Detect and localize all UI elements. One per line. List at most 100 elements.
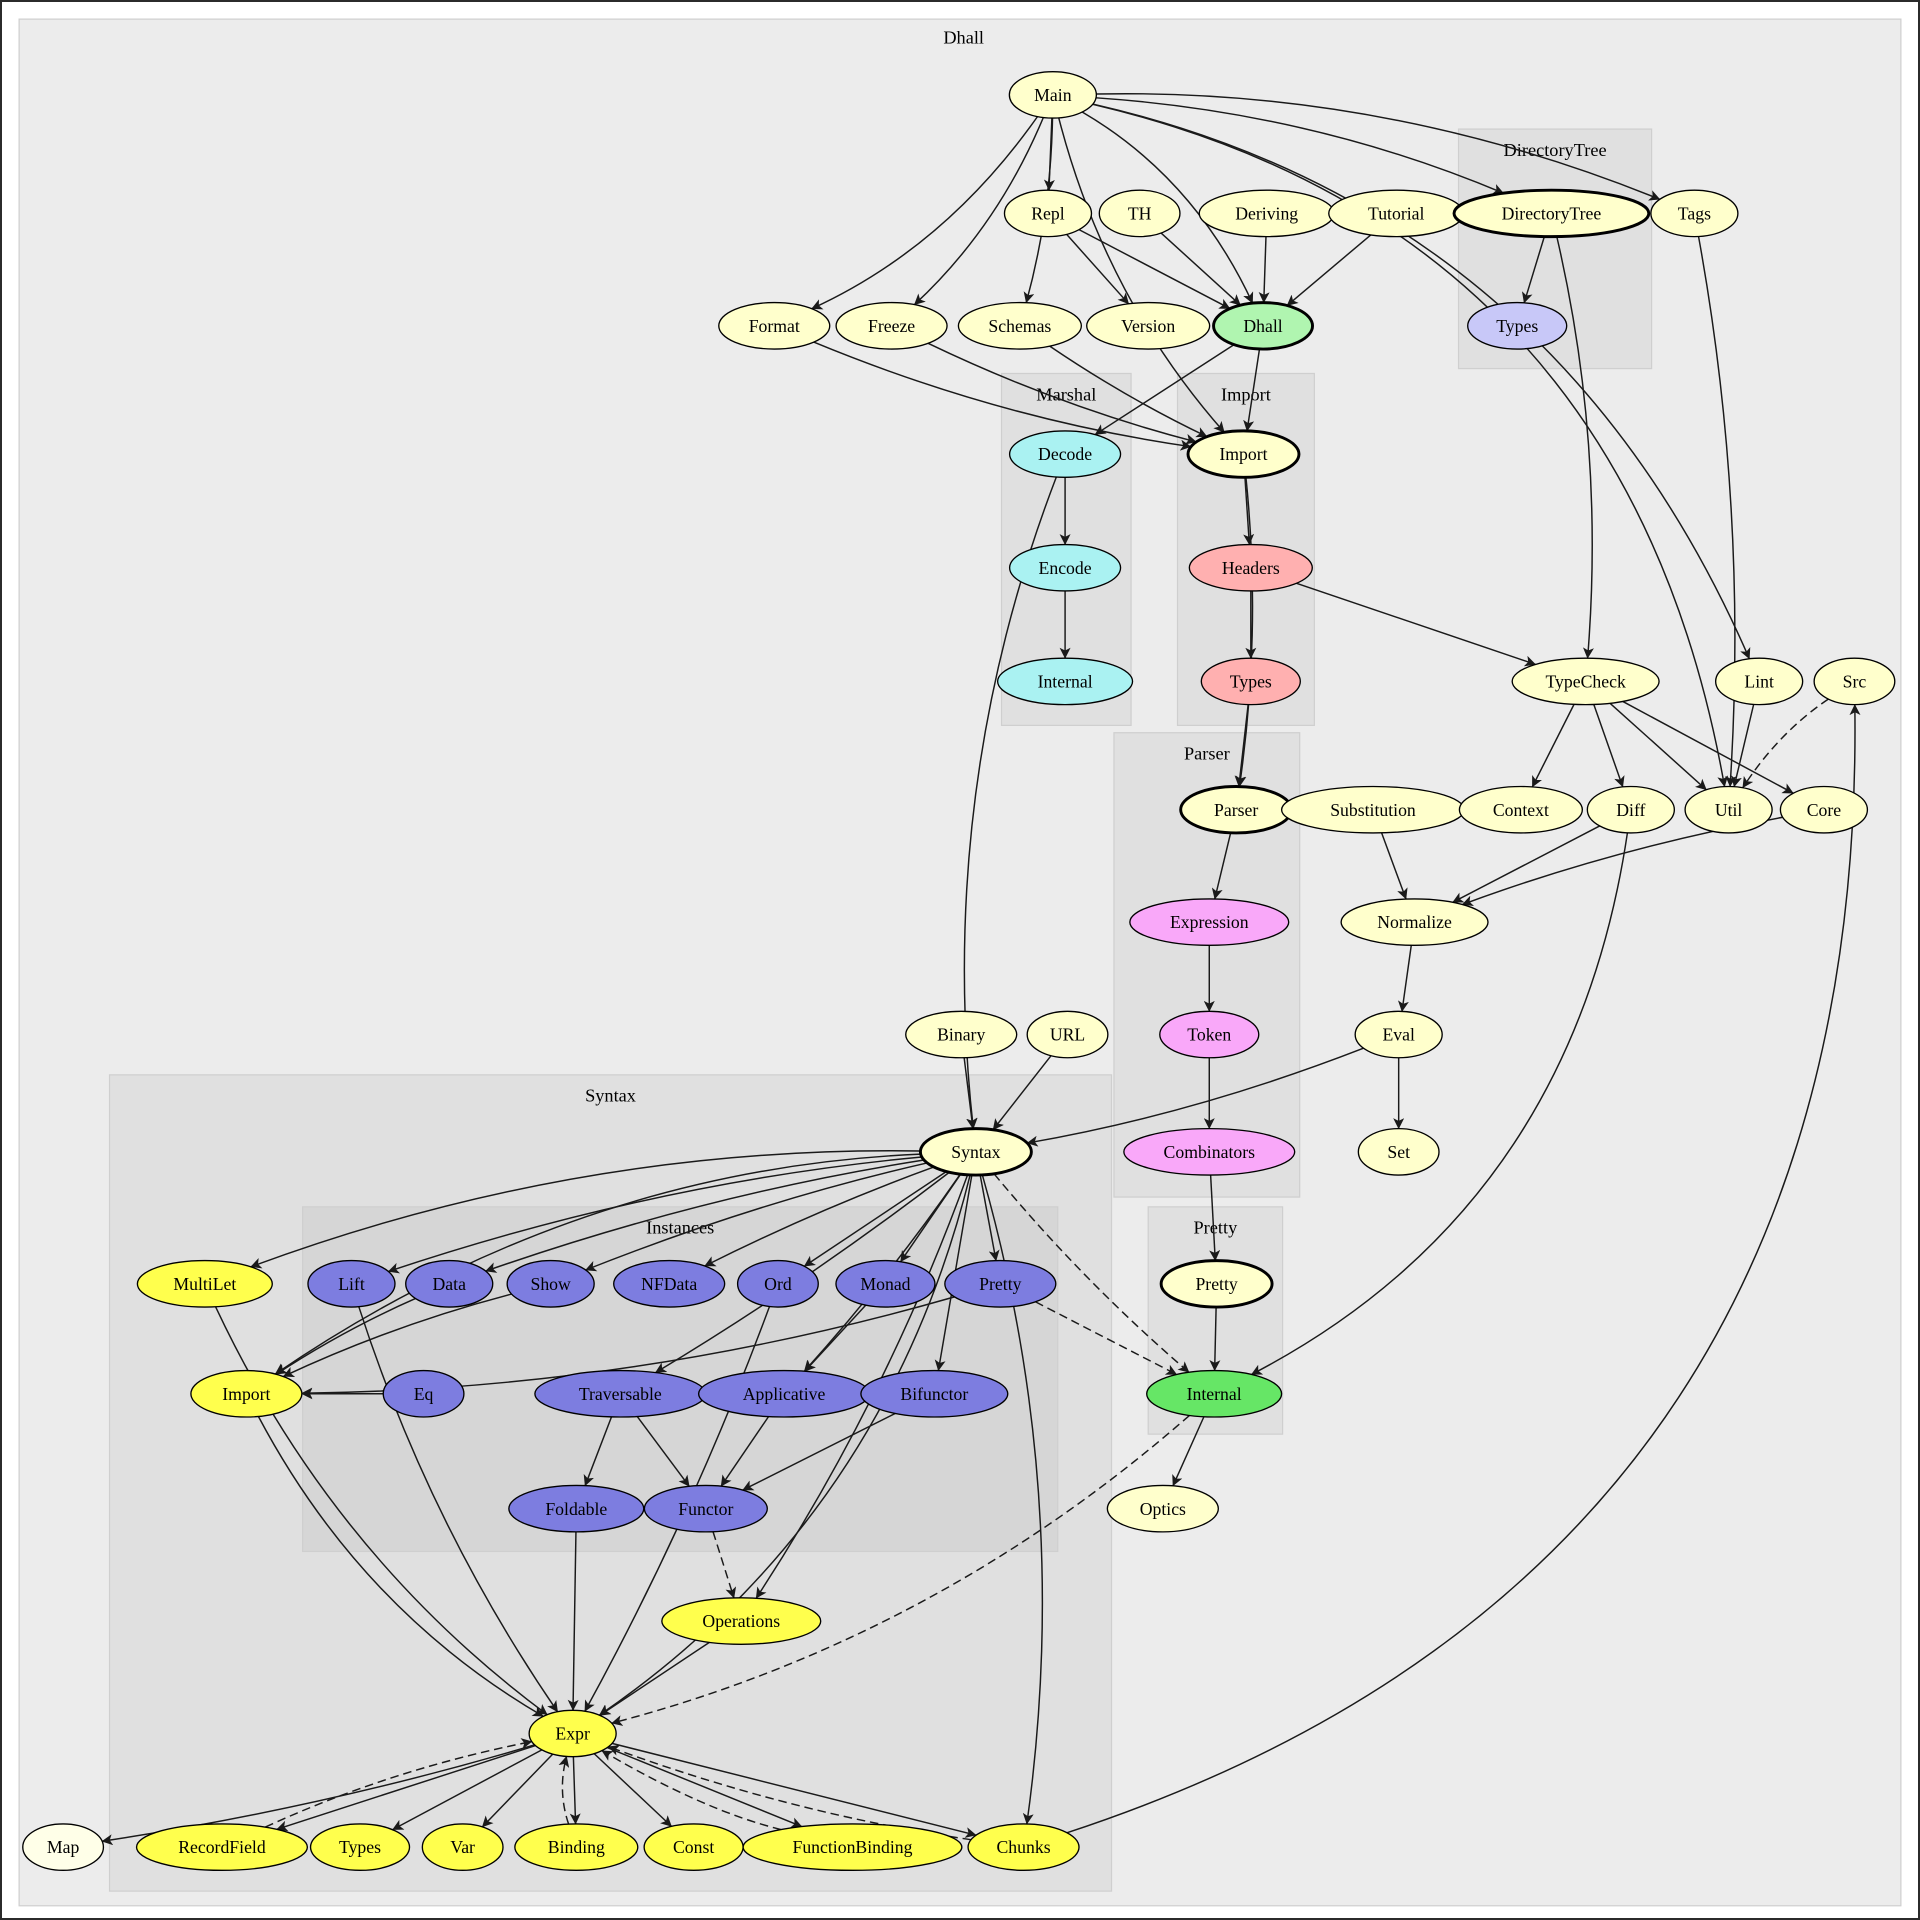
node-optics: Optics: [1106, 1484, 1219, 1533]
node-s_types: Types: [309, 1823, 411, 1872]
node-multilet: MultiLet: [136, 1259, 273, 1308]
node-data: Data: [405, 1259, 494, 1308]
node-normalize: Normalize: [1340, 898, 1489, 947]
edge-Headers-TypeCheck: [1296, 582, 1537, 667]
edge-Syntax-MultiLet: [250, 1150, 921, 1269]
node-recordfield: RecordField: [135, 1823, 309, 1872]
node-expr: Expr: [528, 1709, 617, 1758]
node-decode: Decode: [1008, 430, 1122, 479]
node-label-functor: Functor: [678, 1499, 733, 1519]
node-syntax: Syntax: [918, 1127, 1033, 1177]
node-context: Context: [1458, 785, 1584, 834]
edge-Monad-Applicative: [804, 1304, 867, 1372]
edge-FunctionBinding-Expr: [601, 1750, 782, 1831]
edge-Src-Util: [1742, 698, 1829, 789]
edge-Combinators-PrettyMod: [1209, 1175, 1221, 1262]
node-label-chunks: Chunks: [996, 1837, 1050, 1857]
edge-Expr-Var: [481, 1753, 554, 1828]
node-label-s_types: Types: [339, 1837, 381, 1857]
cluster-label-syntax: Syntax: [585, 1086, 636, 1106]
node-label-binding: Binding: [548, 1837, 605, 1857]
edge-Syntax-Expr: [598, 1174, 971, 1716]
edge-PrettyMod-P_Internal: [1209, 1307, 1221, 1372]
node-label-substitution: Substitution: [1330, 800, 1416, 820]
edge-Main-DirectoryTree: [1095, 97, 1505, 195]
node-binding: Binding: [514, 1823, 639, 1872]
edge-Expr-Const: [593, 1753, 673, 1827]
edge-Syntax-P_Internal: [993, 1173, 1190, 1373]
cluster-label-parser: Parser: [1184, 744, 1230, 764]
node-label-freeze: Freeze: [868, 316, 915, 336]
node-prettyinst: Pretty: [944, 1259, 1057, 1308]
edge-Freeze-Import: [927, 342, 1197, 445]
node-operations: Operations: [661, 1597, 822, 1645]
edge-Chunks-Src: [1066, 704, 1861, 1834]
node-combinators: Combinators: [1123, 1127, 1296, 1176]
edge-PrettyInst-P_Internal: [1035, 1301, 1178, 1376]
cluster-label-directorytree: DirectoryTree: [1504, 140, 1607, 160]
edge-Parser-Expression: [1211, 832, 1232, 900]
cluster-label-import: Import: [1221, 384, 1271, 404]
edge-Dhall-Import: [1243, 348, 1261, 432]
edge-Expr-Chunks: [611, 1742, 977, 1838]
node-label-tutorial: Tutorial: [1368, 204, 1424, 224]
node-label-combinators: Combinators: [1164, 1142, 1256, 1162]
edge-Syntax-Lift: [387, 1156, 922, 1274]
edge-Repl-Version: [1066, 233, 1130, 305]
node-show: Show: [506, 1259, 595, 1308]
node-token: Token: [1159, 1010, 1260, 1059]
edge-Schemas-Import: [1049, 345, 1208, 438]
edge-Main-Import: [1058, 117, 1225, 433]
edge-Syntax-PrettyInst: [979, 1174, 1000, 1262]
node-label-main: Main: [1034, 85, 1072, 105]
node-import: Import: [1186, 429, 1301, 479]
node-label-tags: Tags: [1678, 204, 1711, 224]
node-label-deriving: Deriving: [1235, 204, 1298, 224]
edge-Format-Import: [813, 341, 1192, 451]
node-deriving: Deriving: [1198, 189, 1335, 238]
edge-Repl-Dhall: [1078, 228, 1231, 310]
node-label-var: Var: [450, 1837, 475, 1857]
edge-Main-Tags: [1096, 92, 1661, 201]
edge-Main-Dhall: [1081, 111, 1254, 304]
node-label-eval: Eval: [1382, 1025, 1415, 1045]
node-label-url: URL: [1050, 1025, 1085, 1045]
edge-Syntax-Ord: [803, 1170, 947, 1267]
node-label-foldable: Foldable: [545, 1499, 607, 1519]
edge-Diff-Normalize: [1452, 825, 1601, 903]
edge-TypeCheck-Util: [1609, 702, 1707, 791]
node-label-bifunctor: Bifunctor: [900, 1384, 968, 1404]
node-ord: Ord: [736, 1259, 819, 1308]
edge-TypeCheck-Diff: [1593, 704, 1625, 788]
edge-Binding-Expr: [558, 1755, 570, 1825]
node-binary: Binary: [905, 1010, 1018, 1059]
node-label-monad: Monad: [860, 1274, 910, 1294]
edge-Deriving-Dhall: [1258, 236, 1270, 304]
node-label-operations: Operations: [702, 1611, 780, 1631]
node-src: Src: [1813, 657, 1896, 706]
node-label-functionbinding: FunctionBinding: [792, 1837, 912, 1857]
edge-TH-Dhall: [1160, 232, 1241, 306]
cluster-label-marshal: Marshal: [1036, 384, 1096, 404]
node-headers: Headers: [1188, 543, 1313, 592]
edge-Expr-RecordField: [276, 1744, 536, 1832]
edge-URL-Syntax: [992, 1055, 1052, 1131]
node-label-normalize: Normalize: [1377, 912, 1452, 932]
node-label-eq: Eq: [414, 1384, 434, 1404]
edge-P_Internal-Optics: [1172, 1416, 1205, 1487]
node-label-lint: Lint: [1744, 672, 1774, 692]
node-bifunctor: Bifunctor: [860, 1369, 1009, 1418]
node-foldable: Foldable: [508, 1484, 645, 1533]
node-label-multilet: MultiLet: [173, 1274, 236, 1294]
node-eq: Eq: [382, 1369, 465, 1418]
node-map: Map: [22, 1823, 105, 1872]
edge-Binary-Syntax: [963, 1057, 978, 1130]
node-label-set: Set: [1387, 1142, 1410, 1162]
edge-Traversable-Foldable: [583, 1416, 613, 1487]
node-label-prettymod: Pretty: [1195, 1274, 1237, 1294]
edge-Show-S_Import: [282, 1293, 512, 1378]
edge-Dhall-Decode: [1094, 344, 1235, 436]
node-dt_types: Types: [1467, 301, 1568, 350]
